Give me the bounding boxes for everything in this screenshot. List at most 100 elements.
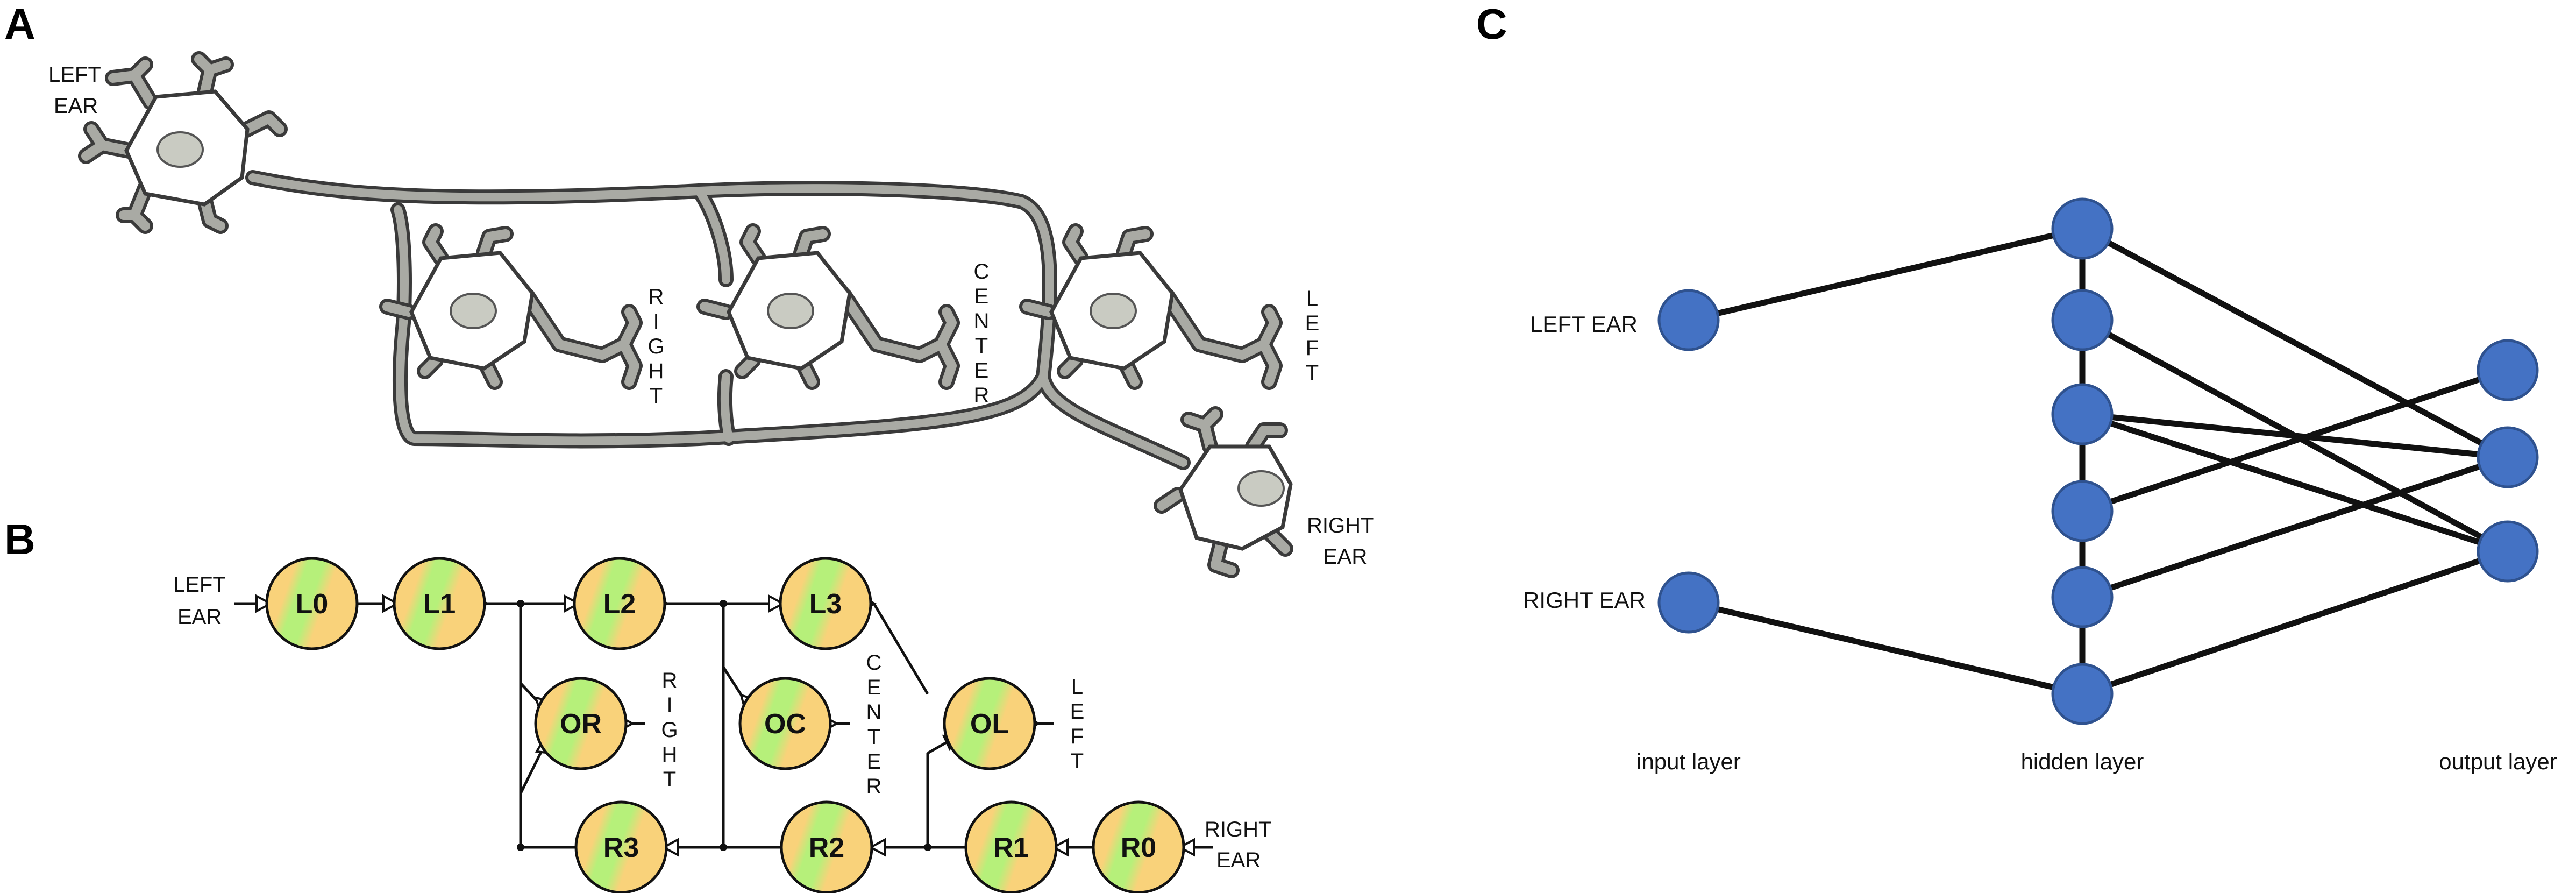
nn-label-output-layer: output layer	[2439, 749, 2557, 774]
neuron-left-ear	[78, 51, 288, 234]
vertical-label-letter: E	[867, 750, 881, 774]
b-label-left-ear-line1: LEFT	[173, 573, 226, 597]
label-right-ear-line2: EAR	[1323, 545, 1367, 569]
panel-c: C LEFT EAR RIGHT EAR	[1476, 0, 2557, 774]
circuit-nodes: L0 L1 L2 L3 OR OC OL R3 R2 R1 R0	[265, 557, 1185, 893]
svg-text:R0: R0	[1121, 832, 1156, 863]
circuit-wires	[234, 600, 1213, 851]
node-OL: OL	[943, 677, 1036, 770]
nn-hidden-node	[2051, 566, 2114, 628]
vertical-label-letter: R	[974, 384, 990, 407]
vertical-label-letter: T	[650, 384, 663, 408]
nn-input-node-right	[1657, 571, 1720, 634]
panel-a: A	[4, 0, 1374, 578]
vertical-label-letter: H	[662, 743, 678, 767]
vertical-label-letter: F	[1071, 725, 1084, 748]
vertical-label-letter: R	[649, 285, 664, 309]
svg-text:L2: L2	[603, 589, 636, 620]
svg-text:R1: R1	[993, 832, 1029, 863]
vertical-label-letter: T	[1306, 361, 1319, 385]
neuron-center	[696, 223, 960, 390]
svg-text:R3: R3	[603, 832, 639, 863]
vertical-label-letter: T	[867, 725, 880, 749]
axon-network	[245, 170, 1191, 470]
label-left-ear-line1: LEFT	[48, 63, 101, 87]
vertical-label-letter: I	[653, 310, 659, 334]
vertical-label-letter: G	[647, 335, 664, 358]
svg-text:OR: OR	[560, 708, 602, 740]
node-R3: R3	[574, 800, 668, 893]
neuron-right-ear	[1154, 406, 1293, 578]
nn-label-left-ear: LEFT EAR	[1530, 311, 1638, 337]
b-label-left-ear-line2: EAR	[177, 605, 222, 629]
vertical-label-left-a: LEFT	[1305, 287, 1320, 385]
svg-text:L0: L0	[296, 589, 329, 620]
vertical-label-letter: R	[662, 669, 678, 692]
node-L3: L3	[779, 557, 872, 650]
node-L1: L1	[393, 557, 486, 650]
svg-text:OC: OC	[764, 708, 806, 740]
nn-input-node-left	[1657, 289, 1720, 351]
vertical-label-letter: N	[974, 309, 990, 333]
vertical-label-letter: G	[661, 718, 678, 742]
vertical-label-letter: T	[663, 768, 676, 791]
vertical-label-letter: I	[666, 693, 672, 717]
vertical-label-letter: H	[649, 359, 664, 383]
nn-label-hidden-layer: hidden layer	[2021, 749, 2144, 774]
vertical-label-letter: C	[866, 651, 882, 675]
circuit-arrows	[255, 594, 1195, 857]
nn-output-node	[2477, 339, 2539, 401]
label-right-ear-line1: RIGHT	[1307, 514, 1374, 537]
vertical-label-left-b: LEFT	[1070, 675, 1085, 773]
panel-letter-b: B	[4, 515, 35, 563]
vertical-label-letter: N	[866, 700, 882, 724]
node-L0: L0	[265, 557, 359, 650]
svg-text:L3: L3	[809, 589, 842, 620]
vertical-label-letter: T	[975, 334, 988, 358]
vertical-label-letter: R	[866, 775, 882, 798]
vertical-label-right-a: RIGHT	[647, 285, 664, 408]
panel-b: B	[4, 515, 1271, 893]
nn-output-node	[2477, 426, 2539, 488]
nn-hidden-node	[2051, 197, 2114, 260]
nn-output-node	[2477, 520, 2539, 583]
node-R2: R2	[780, 800, 873, 893]
b-label-right-ear-line1: RIGHT	[1205, 818, 1271, 841]
b-label-right-ear-line2: EAR	[1216, 848, 1261, 872]
nn-nodes	[1657, 197, 2539, 725]
nn-hidden-node	[2051, 383, 2114, 445]
node-R1: R1	[964, 800, 1058, 893]
nn-hidden-node	[2051, 663, 2114, 725]
panel-letter-a: A	[4, 0, 35, 48]
node-R0: R0	[1092, 800, 1185, 893]
nn-label-right-ear: RIGHT EAR	[1523, 587, 1646, 613]
vertical-label-letter: L	[1306, 287, 1318, 310]
svg-text:OL: OL	[970, 708, 1009, 740]
vertical-label-letter: E	[974, 359, 989, 382]
node-OR: OR	[534, 677, 628, 770]
panel-letter-c: C	[1476, 0, 1507, 48]
vertical-label-letter: C	[974, 260, 990, 284]
nn-edges	[1688, 225, 2509, 697]
label-left-ear-line2: EAR	[54, 94, 98, 118]
node-OC: OC	[738, 677, 832, 770]
vertical-label-letter: E	[1070, 700, 1085, 724]
neuron-left	[1019, 223, 1283, 390]
vertical-label-letter: F	[1306, 336, 1319, 360]
vertical-label-letter: T	[1071, 749, 1084, 773]
vertical-label-letter: E	[974, 285, 989, 308]
svg-text:L1: L1	[423, 589, 456, 620]
vertical-label-letter: E	[867, 676, 881, 699]
nn-hidden-node	[2051, 289, 2114, 351]
vertical-label-right-b: RIGHT	[661, 669, 678, 791]
node-L2: L2	[573, 557, 666, 650]
svg-text:R2: R2	[809, 832, 844, 863]
neuron-right	[379, 223, 643, 390]
vertical-label-letter: E	[1305, 311, 1320, 335]
nn-hidden-node	[2051, 480, 2114, 542]
nn-label-input-layer: input layer	[1636, 749, 1741, 774]
vertical-label-letter: L	[1071, 675, 1083, 699]
